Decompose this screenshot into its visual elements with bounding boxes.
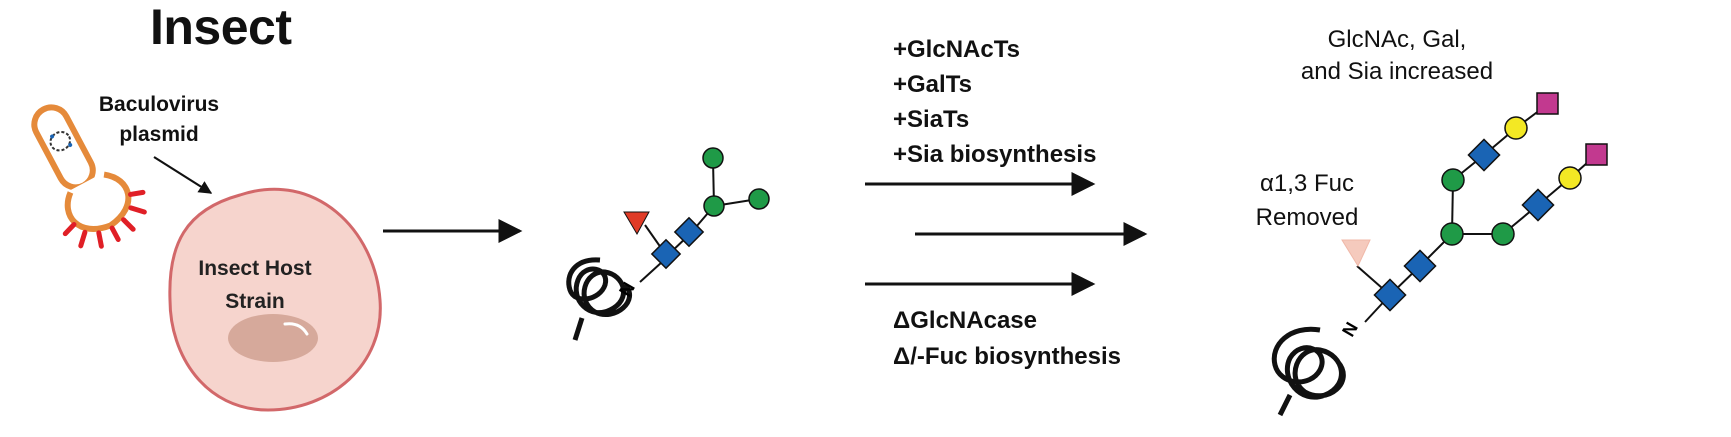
removed-enzymes-list: ΔGlcNAcase Δ/-Fuc biosynthesis	[893, 303, 1121, 375]
added-enzyme-item: +Sia biosynthesis	[893, 141, 1097, 168]
fucose-removed-note: α1,3 Fuc Removed	[1237, 167, 1377, 235]
host-strain-label: Insect Host Strain	[175, 252, 335, 318]
page-title: Insect	[150, 0, 292, 55]
n-linkage-label-2: N	[1338, 319, 1362, 340]
added-enzyme-item: +SiaTs	[893, 106, 970, 133]
insect-glycoprotein: N	[566, 147, 770, 341]
removed-enzyme-item: ΔGlcNAcase	[893, 307, 1037, 334]
engineered-glycoprotein: N	[1271, 92, 1608, 417]
result-note: GlcNAc, Gal, and Sia increased	[1247, 24, 1547, 88]
removed-enzyme-item: Δ/-Fuc biosynthesis	[893, 343, 1121, 370]
n-linkage-label-1: N	[615, 279, 639, 300]
result-note-line-2: and Sia increased	[1300, 58, 1494, 85]
result-note-line-1: GlcNAc, Gal,	[1327, 26, 1467, 53]
added-enzymes-list: +GlcNAcTs +GalTs +SiaTs +Sia biosynthesi…	[893, 32, 1096, 172]
fucose-note-line-1: α1,3 Fuc	[1260, 170, 1354, 197]
added-enzyme-item: +GalTs	[893, 71, 972, 98]
fucose-note-line-2: Removed	[1255, 204, 1359, 231]
baculovirus-label: Baculovirus plasmid	[84, 90, 234, 150]
protein-coil-icon	[566, 257, 633, 341]
baculovirus-icon	[31, 104, 147, 249]
host-label-line-1: Insect Host	[198, 257, 312, 280]
insect-cell-icon	[168, 187, 382, 412]
baculovirus-label-line-1: Baculovirus	[98, 93, 220, 116]
added-enzyme-item: +GlcNAcTs	[893, 36, 1020, 63]
host-label-line-2: Strain	[225, 290, 285, 313]
baculovirus-label-line-2: plasmid	[119, 123, 199, 146]
protein-coil-icon	[1271, 326, 1346, 417]
plasmid-arrow	[153, 156, 213, 194]
